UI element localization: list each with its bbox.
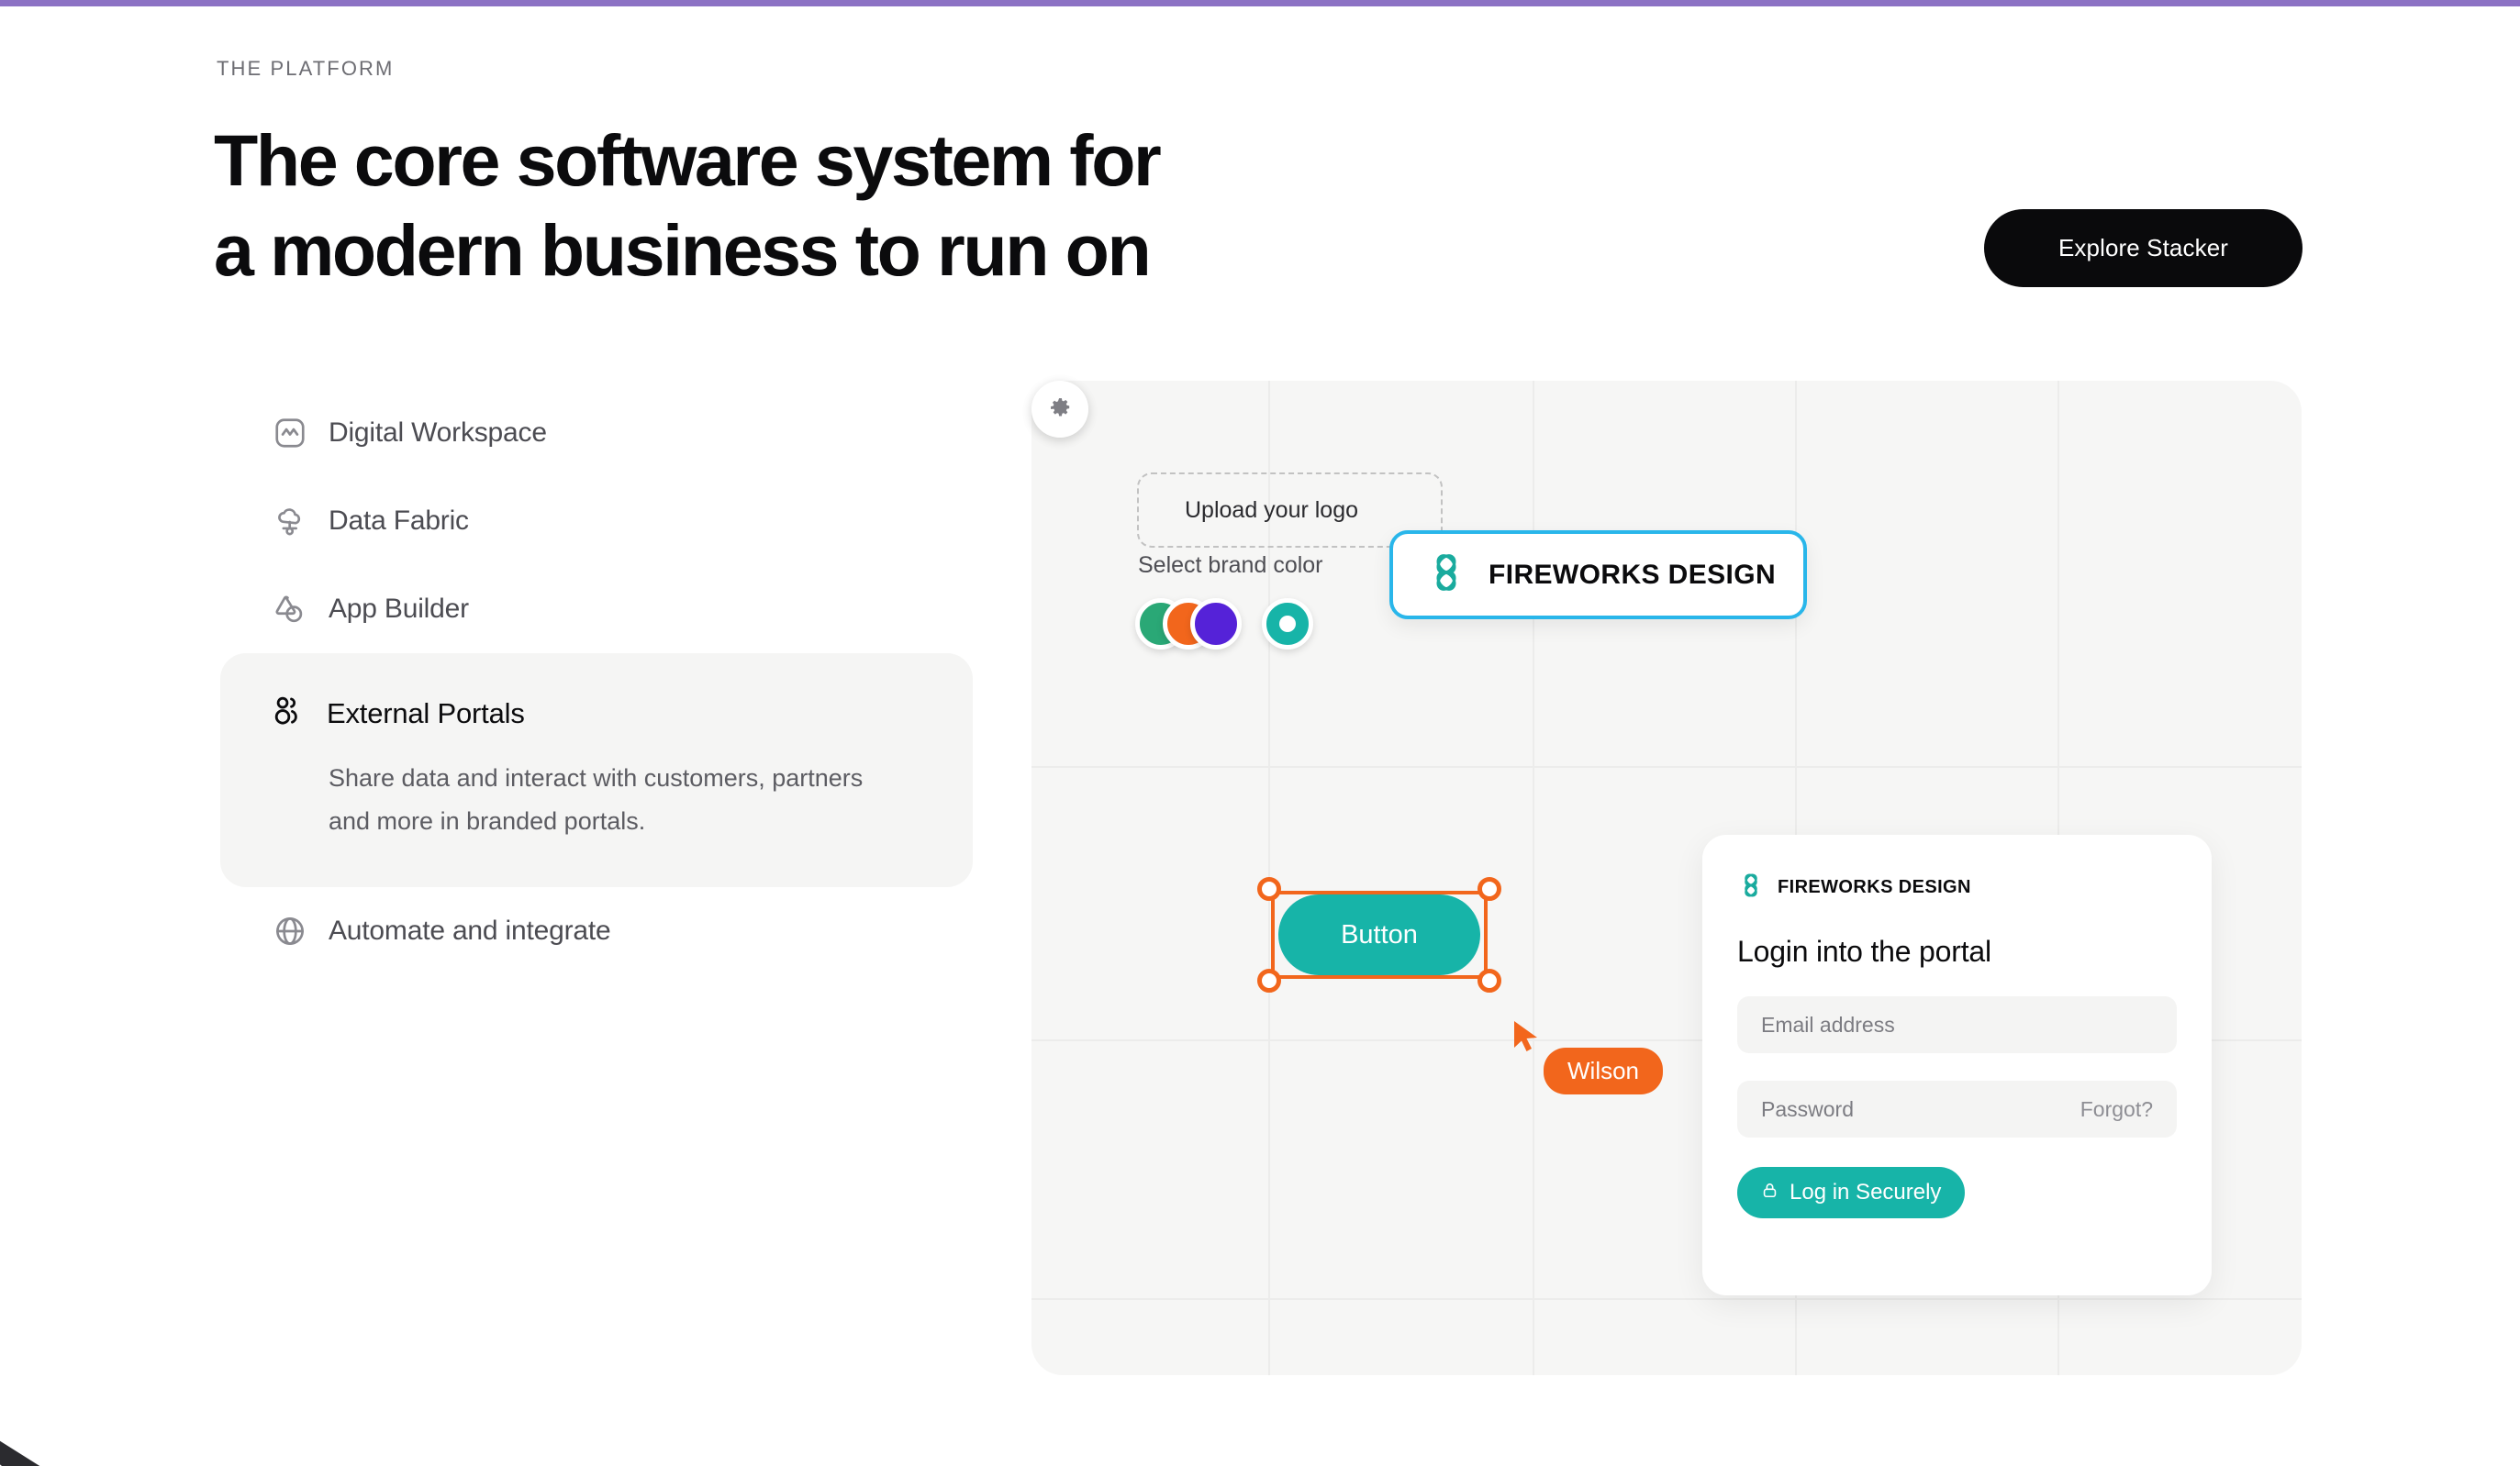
login-card-brand-name: FIREWORKS DESIGN <box>1778 877 1971 897</box>
brand-color-swatches <box>1135 598 1313 650</box>
resize-handle-bottom-right[interactable] <box>1477 969 1501 993</box>
brand-logo-chip[interactable]: FIREWORKS DESIGN <box>1389 530 1807 619</box>
users-icon <box>272 694 307 733</box>
sidebar-item-digital-workspace[interactable]: Digital Workspace <box>220 389 973 477</box>
login-card-title: Login into the portal <box>1737 935 1991 968</box>
settings-tool-button[interactable] <box>1031 381 1088 438</box>
brand-name-label: FIREWORKS DESIGN <box>1489 559 1777 590</box>
upload-logo-dropzone[interactable]: Upload your logo <box>1137 472 1443 548</box>
external-portals-header: External Portals <box>272 694 921 733</box>
pointer-cursor-icon <box>1511 1019 1543 1056</box>
headline-line-2: a modern business to run on <box>214 209 1152 291</box>
sidebar-item-label: External Portals <box>327 696 525 729</box>
gear-icon <box>1049 396 1072 422</box>
corner-decoration <box>0 1433 51 1466</box>
lock-icon <box>1761 1180 1778 1205</box>
sidebar-item-label: Digital Workspace <box>329 417 547 448</box>
email-placeholder: Email address <box>1761 1012 1895 1037</box>
fireworks-clover-logo-icon <box>1737 872 1765 904</box>
sidebar-item-automate-and-integrate[interactable]: Automate and integrate <box>220 887 973 975</box>
color-swatch-purple[interactable] <box>1190 598 1242 650</box>
sidebar-item-label: App Builder <box>329 594 469 624</box>
password-placeholder: Password <box>1761 1096 1854 1121</box>
sidebar-item-label: Automate and integrate <box>329 916 611 946</box>
password-field[interactable]: Password Forgot? <box>1737 1081 2177 1138</box>
selected-indicator-dot <box>1279 616 1296 632</box>
shapes-icon <box>272 591 308 627</box>
resize-handle-top-left[interactable] <box>1257 877 1281 901</box>
selection-frame <box>1271 891 1488 979</box>
canvas-button[interactable]: Button <box>1278 894 1480 975</box>
fireworks-clover-logo-icon <box>1424 550 1468 599</box>
selected-button-element[interactable]: Button <box>1257 877 1501 993</box>
login-submit-label: Log in Securely <box>1790 1180 1942 1205</box>
feature-list: Digital Workspace Data Fabric App Builde… <box>220 389 973 975</box>
cloud-node-icon <box>272 503 308 539</box>
login-card-brand: FIREWORKS DESIGN <box>1737 872 2177 904</box>
portal-login-card: FIREWORKS DESIGN Login into the portal E… <box>1702 835 2212 1295</box>
select-brand-color-label: Select brand color <box>1138 552 1323 578</box>
globe-icon <box>272 913 308 950</box>
upload-logo-label: Upload your logo <box>1185 496 1359 523</box>
external-portals-description: Share data and interact with customers, … <box>329 764 864 835</box>
page-title: The core software system for a modern bu… <box>214 116 1590 295</box>
resize-handle-top-right[interactable] <box>1477 877 1501 901</box>
sidebar-item-app-builder[interactable]: App Builder <box>220 565 973 653</box>
sidebar-item-label: Data Fabric <box>329 505 469 536</box>
eyebrow-label: THE PLATFORM <box>217 57 395 80</box>
activity-square-icon <box>272 415 308 451</box>
explore-stacker-button[interactable]: Explore Stacker <box>1984 209 2303 287</box>
color-swatch-teal-selected[interactable] <box>1262 598 1313 650</box>
sidebar-item-data-fabric[interactable]: Data Fabric <box>220 477 973 565</box>
login-submit-button[interactable]: Log in Securely <box>1737 1167 1966 1218</box>
headline-line-1: The core software system for <box>214 119 1162 201</box>
resize-handle-bottom-left[interactable] <box>1257 969 1281 993</box>
top-accent-bar <box>0 0 2520 6</box>
forgot-password-link[interactable]: Forgot? <box>2080 1096 2153 1121</box>
sidebar-item-external-portals[interactable]: External Portals Share data and interact… <box>220 653 973 887</box>
email-field[interactable]: Email address <box>1737 996 2177 1053</box>
collaborator-name-tag: Wilson <box>1544 1048 1664 1094</box>
